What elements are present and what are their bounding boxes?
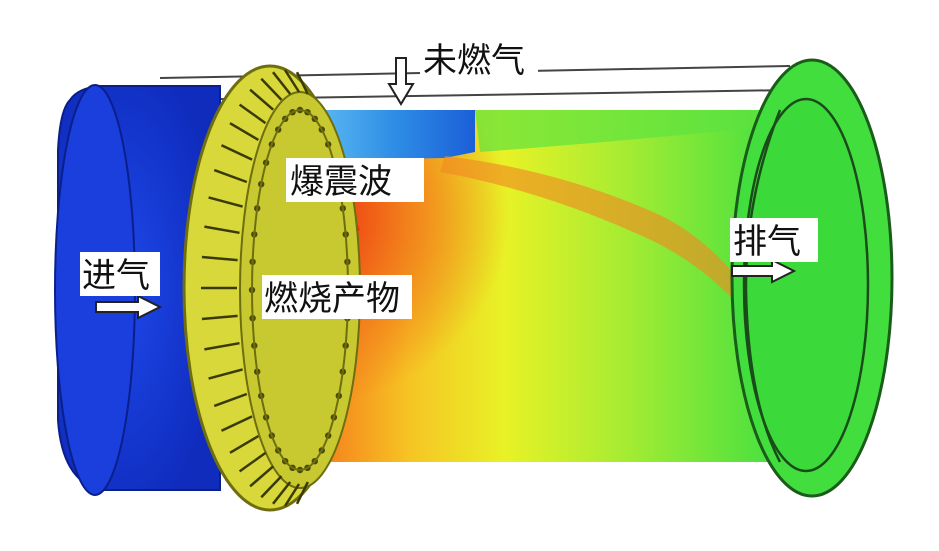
- injector-rib: [260, 475, 283, 499]
- exhaust-inner-rim: [742, 97, 870, 473]
- intake-label: 进气: [82, 256, 150, 296]
- injector-rib: [272, 71, 292, 95]
- exhaust-face-edge: [744, 109, 782, 463]
- combustion-products-label-bg: [262, 275, 412, 319]
- injector-rib: [283, 483, 301, 507]
- injector-rib: [295, 481, 309, 505]
- intake-arrow-icon: [95, 294, 163, 320]
- oblique-shock-band: [440, 156, 760, 330]
- injector-rib: [260, 77, 283, 101]
- exhaust-label-bg: [730, 218, 818, 262]
- injector-rib: [229, 122, 260, 141]
- intake-label-bg: [80, 252, 160, 296]
- injector-rib: [208, 368, 243, 380]
- injector-rib: [213, 392, 248, 408]
- injector-rib: [213, 168, 248, 184]
- unburned-gas-label: 未燃气: [423, 41, 525, 81]
- injector-rib: [238, 451, 267, 473]
- injector-rib: [201, 314, 238, 321]
- injector-rib: [249, 465, 275, 488]
- injector-rib: [204, 225, 240, 235]
- injector-rib: [295, 71, 309, 95]
- injector-rib: [208, 196, 243, 208]
- unburned-gas-arrow-icon: [387, 57, 415, 106]
- injector-rib: [238, 103, 267, 125]
- exhaust-label: 排气: [733, 222, 801, 262]
- injector-ribs: [201, 69, 309, 507]
- injector-rib: [229, 435, 260, 454]
- exhaust-arrow-icon: [731, 258, 797, 284]
- injector-rib: [272, 481, 292, 505]
- injector-rib: [220, 415, 253, 432]
- unburned-gas-label-bg: [420, 38, 538, 80]
- detonation-wave-label: 爆震波: [290, 162, 392, 202]
- injector-rib: [249, 88, 275, 111]
- injector-rib: [283, 69, 301, 93]
- injector-rib: [220, 144, 253, 161]
- combustion-products-label: 燃烧产物: [264, 279, 400, 319]
- top-green-region: [475, 110, 780, 152]
- injector-rib: [204, 341, 240, 351]
- injector-rib: [201, 255, 238, 262]
- detonation-wave-label-bg: [286, 158, 424, 202]
